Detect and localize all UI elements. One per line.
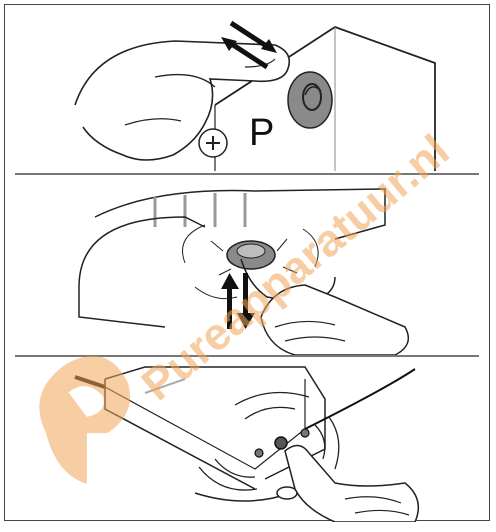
- connector-socket[interactable]: [255, 449, 263, 457]
- panel-divider: [15, 173, 479, 175]
- connector-socket[interactable]: [275, 437, 287, 449]
- instruction-figure: P: [4, 4, 490, 521]
- connector-socket[interactable]: [301, 429, 309, 437]
- panel-press-p-button: P: [5, 5, 489, 171]
- p-button[interactable]: [288, 72, 332, 128]
- panel-connector-press: [5, 359, 489, 522]
- panel-adjust-knob: [5, 177, 489, 355]
- panel-divider: [15, 355, 479, 357]
- up-down-arrows-icon: [221, 273, 255, 329]
- hand-illustration: [285, 445, 418, 522]
- p-label: P: [249, 112, 274, 154]
- hand-illustration: [261, 285, 408, 355]
